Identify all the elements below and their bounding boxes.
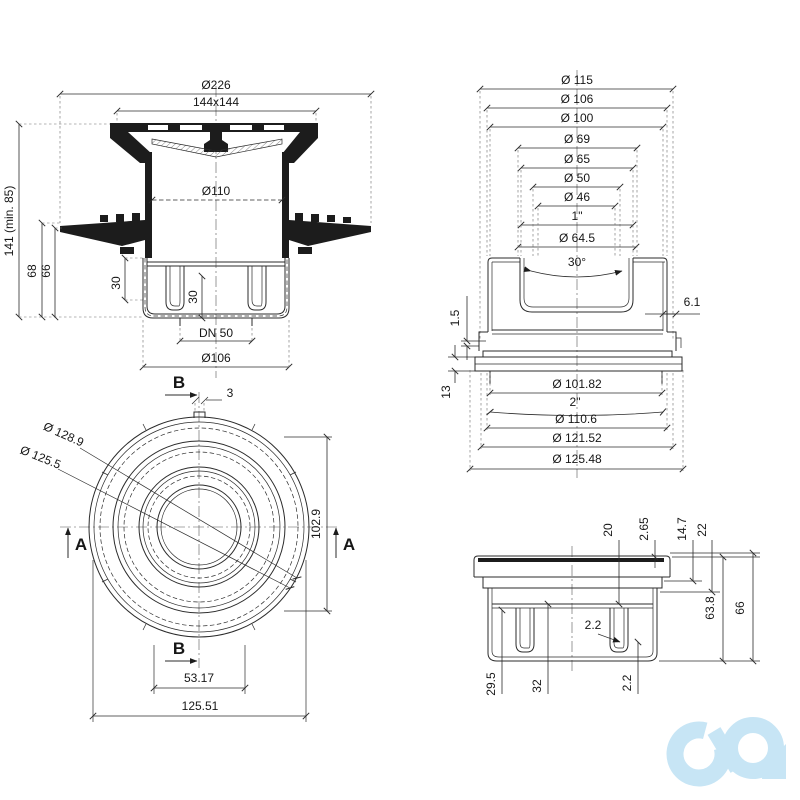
dim-label-144x144: 144x144 <box>193 95 239 109</box>
funnel-hatch <box>151 138 283 158</box>
section-marker-b-bottom: B <box>173 639 185 658</box>
dim-label-dia69: Ø 69 <box>564 132 590 146</box>
dim-label-tab3: 3 <box>227 386 234 400</box>
logo-c-shape <box>666 721 732 787</box>
detail-section-view: Ø 115 Ø 106 Ø 100 Ø 69 Ø 65 Ø 50 Ø 46 1"… <box>439 70 701 478</box>
dim-label-2in: 2" <box>570 395 581 409</box>
section-marker-b-top: B <box>173 373 185 392</box>
dim-label-dia46: Ø 46 <box>564 190 590 204</box>
dim-label-22: 22 <box>695 523 709 537</box>
dim-label-125-51: 125.51 <box>182 699 219 713</box>
dim-label-1in: 1" <box>572 209 583 223</box>
dim-label-1-5: 1.5 <box>448 309 462 326</box>
dim-label-66: 66 <box>39 264 53 278</box>
section-marker-a-right: A <box>343 535 355 554</box>
dim-label-102-9: 102.9 <box>309 509 323 539</box>
dim-label-dia50: Ø 50 <box>564 171 590 185</box>
dim-label-dia125-5: Ø 125.5 <box>18 443 63 472</box>
dim-label-dia226: Ø226 <box>201 78 231 92</box>
cd-logo-watermark <box>666 717 786 787</box>
front-section-view: Ø226 144x144 Ø110 <box>2 78 375 378</box>
dim-label-66-side: 66 <box>733 601 747 615</box>
dim-label-2-65: 2.65 <box>637 517 651 541</box>
dim-label-14-7: 14.7 <box>675 517 689 541</box>
dim-label-30-outer: 30 <box>109 276 123 290</box>
dim-label-125-48: Ø 125.48 <box>552 452 602 466</box>
dim-label-dia128-9: Ø 128.9 <box>41 419 86 449</box>
dim-label-121-52: Ø 121.52 <box>552 431 602 445</box>
dim-label-dia64-5: Ø 64.5 <box>559 231 595 245</box>
dim-label-110-6: Ø 110.6 <box>555 412 597 426</box>
dim-label-63-8: 63.8 <box>703 596 717 620</box>
dim-label-53-17: 53.17 <box>184 671 214 685</box>
dim-label-6-1: 6.1 <box>684 295 701 309</box>
dim-label-101-82: Ø 101.82 <box>552 377 602 391</box>
dim-label-dia106-d: Ø 106 <box>561 92 594 106</box>
dim-label-20: 20 <box>601 523 615 537</box>
dim-label-dia106: Ø106 <box>201 351 231 365</box>
lug-tab <box>193 411 206 418</box>
dim-label-13: 13 <box>439 385 453 399</box>
dim-label-dia65: Ø 65 <box>564 152 590 166</box>
logo-d-shape <box>722 717 784 779</box>
dim-label-141: 141 (min. 85) <box>2 186 16 257</box>
dim-label-dn50: DN 50 <box>199 326 233 340</box>
section-marker-a-left: A <box>75 535 87 554</box>
dim-label-29-5: 29.5 <box>484 672 498 696</box>
dim-label-68: 68 <box>25 264 39 278</box>
strainer-hub <box>204 132 228 152</box>
dim-label-dia115: Ø 115 <box>561 73 593 87</box>
top-view: Ø 128.9 Ø 125.5 102.9 A A B 3 B 53.17 12… <box>18 373 355 722</box>
dim-label-2-2-wall: 2.2 <box>585 618 602 632</box>
dim-label-dia100: Ø 100 <box>561 111 594 125</box>
dim-label-30-inner: 30 <box>186 290 200 304</box>
side-section-view: 20 2.65 14.7 22 63.8 66 2.2 29.5 32 2.2 <box>473 517 760 696</box>
logo-d-corner <box>762 744 786 779</box>
dim-label-32: 32 <box>530 679 544 693</box>
dim-label-2-2-bottom: 2.2 <box>620 674 634 691</box>
dim-label-dia110: Ø110 <box>202 184 231 198</box>
dim-label-angle30: 30° <box>568 255 586 269</box>
